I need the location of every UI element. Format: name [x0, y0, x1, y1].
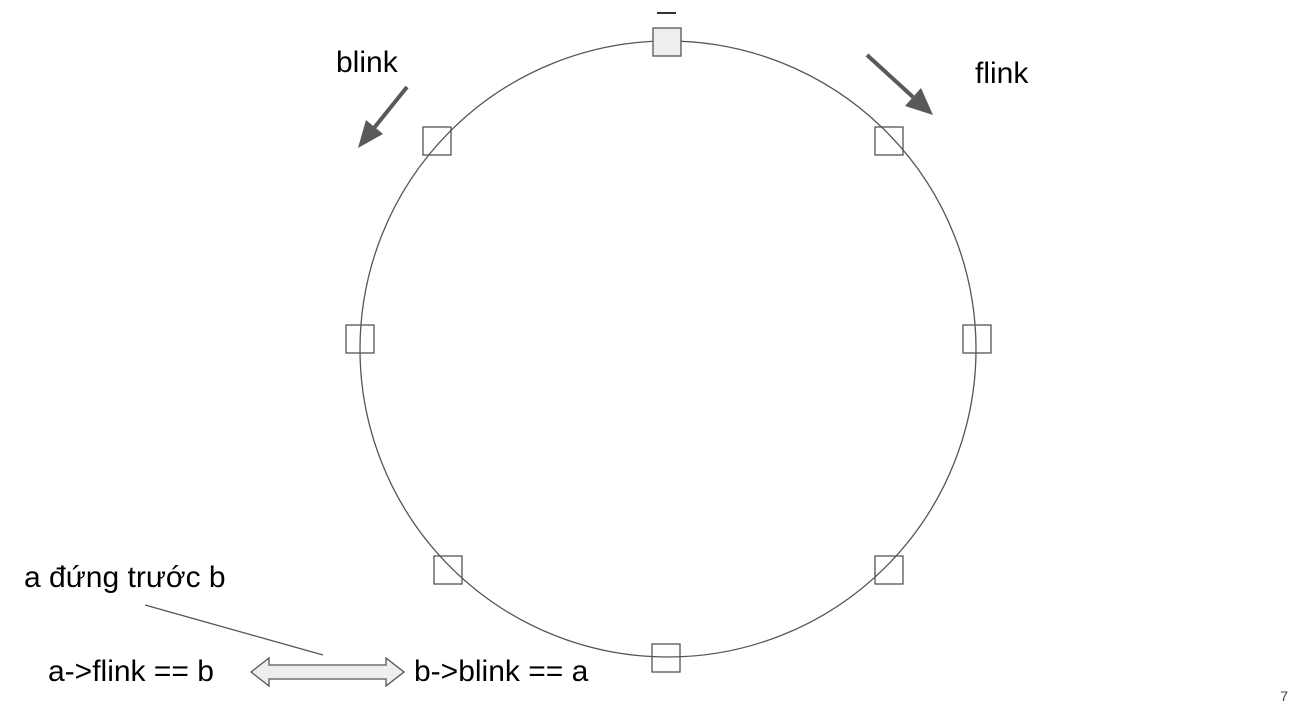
flink-label: flink — [975, 57, 1029, 90]
page-number: 7 — [1280, 688, 1288, 704]
flink-arrow-shaft — [865, 53, 915, 99]
list-node — [422, 126, 452, 156]
list-node-head — [652, 27, 682, 57]
list-node — [433, 555, 463, 585]
callout-line — [144, 604, 324, 656]
flink-arrow-head — [905, 88, 933, 115]
blink-arrow-shaft — [372, 85, 409, 130]
blink-label: blink — [336, 46, 398, 79]
double-arrow — [249, 656, 406, 688]
list-node — [962, 324, 992, 354]
a-flink-equals-b-label: a->flink == b — [48, 655, 214, 688]
blink-arrow-head — [358, 120, 383, 148]
ring-circle — [359, 40, 977, 658]
list-node — [874, 126, 904, 156]
list-node — [345, 324, 375, 354]
list-node — [651, 643, 681, 673]
b-blink-equals-a-label: b->blink == a — [414, 655, 589, 688]
a-before-b-label: a đứng trước b — [24, 561, 226, 594]
list-node — [874, 555, 904, 585]
